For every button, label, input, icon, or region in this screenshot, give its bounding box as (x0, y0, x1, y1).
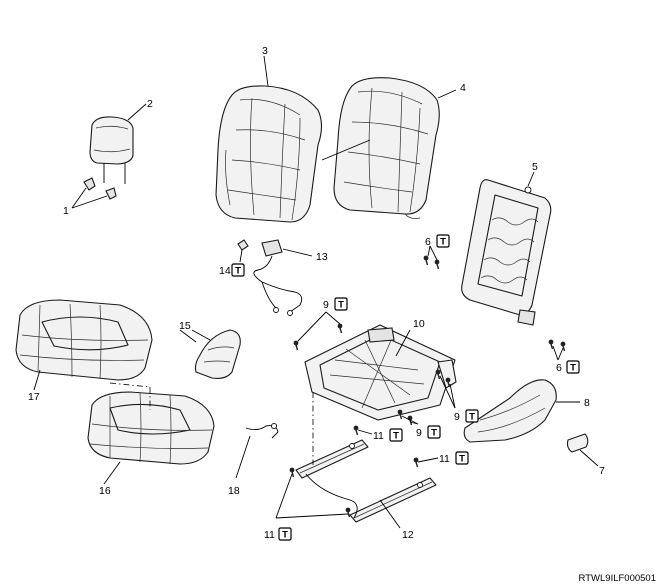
callout-4: 4 (460, 82, 466, 94)
callout-11b: 11 (439, 453, 450, 465)
torque-icon-9a (334, 297, 348, 311)
headrest (89, 116, 134, 184)
side-shield-inner (191, 329, 241, 379)
torque-icon-6a (436, 234, 450, 248)
headrest-guides (71, 177, 117, 209)
callout-5: 5 (532, 161, 538, 173)
cover-cap (566, 433, 599, 467)
callout-9b: 9 (454, 411, 460, 423)
harness-clip (237, 239, 249, 263)
callout-2: 2 (147, 98, 153, 110)
seat-cushion-cover (15, 299, 153, 381)
seatback-cover-rear (333, 77, 440, 219)
torque-icon-11c (278, 527, 292, 542)
torque-icon-11a (389, 428, 403, 442)
frame-bolts-9-upper (292, 311, 344, 351)
callout-16: 16 (99, 485, 111, 497)
callout-11a: 11 (373, 430, 384, 442)
seat-harness (253, 239, 313, 316)
callout-3: 3 (262, 45, 268, 57)
callout-8: 8 (584, 397, 590, 409)
seat-track-right (349, 477, 437, 523)
torque-icon-14 (231, 263, 245, 277)
callout-6a: 6 (425, 236, 431, 248)
callout-17: 17 (28, 391, 40, 403)
seat-cushion-pad (87, 391, 215, 465)
track-bolts-11 (275, 424, 439, 519)
torque-icon-6b (566, 360, 580, 374)
callout-1: 1 (63, 205, 69, 217)
callout-labels: 1 2 3 4 5 6 6 7 8 9 9 9 10 11 11 11 12 1… (28, 45, 605, 541)
frame-bolts-lower (547, 338, 567, 361)
seatback-frame (461, 179, 552, 326)
figure-code: RTWL9ILF000501 (579, 573, 656, 584)
frame-bolts-upper (422, 245, 441, 270)
seat-cushion-frame (304, 324, 457, 421)
callout-10: 10 (413, 318, 425, 330)
frame-bolts-9-right (434, 368, 456, 409)
seatback-cover-front (215, 85, 323, 223)
callout-7: 7 (599, 465, 605, 477)
torque-icon-9b (465, 409, 479, 423)
callout-11c: 11 (264, 529, 275, 541)
callout-14: 14 (219, 265, 231, 277)
torque-icon-9c (427, 425, 441, 439)
callout-12: 12 (402, 529, 414, 541)
frame-bolts-9-lower (396, 408, 419, 426)
seat-track-left (295, 439, 369, 479)
callout-9c: 9 (416, 427, 422, 439)
callout-18: 18 (228, 485, 240, 497)
callout-13: 13 (316, 251, 328, 263)
torque-icon-11b (455, 451, 469, 465)
side-shield-outer (463, 379, 580, 443)
callout-15: 15 (179, 320, 191, 332)
callout-6b: 6 (556, 362, 562, 374)
seat-wire (235, 422, 279, 479)
callout-9a: 9 (323, 299, 329, 311)
